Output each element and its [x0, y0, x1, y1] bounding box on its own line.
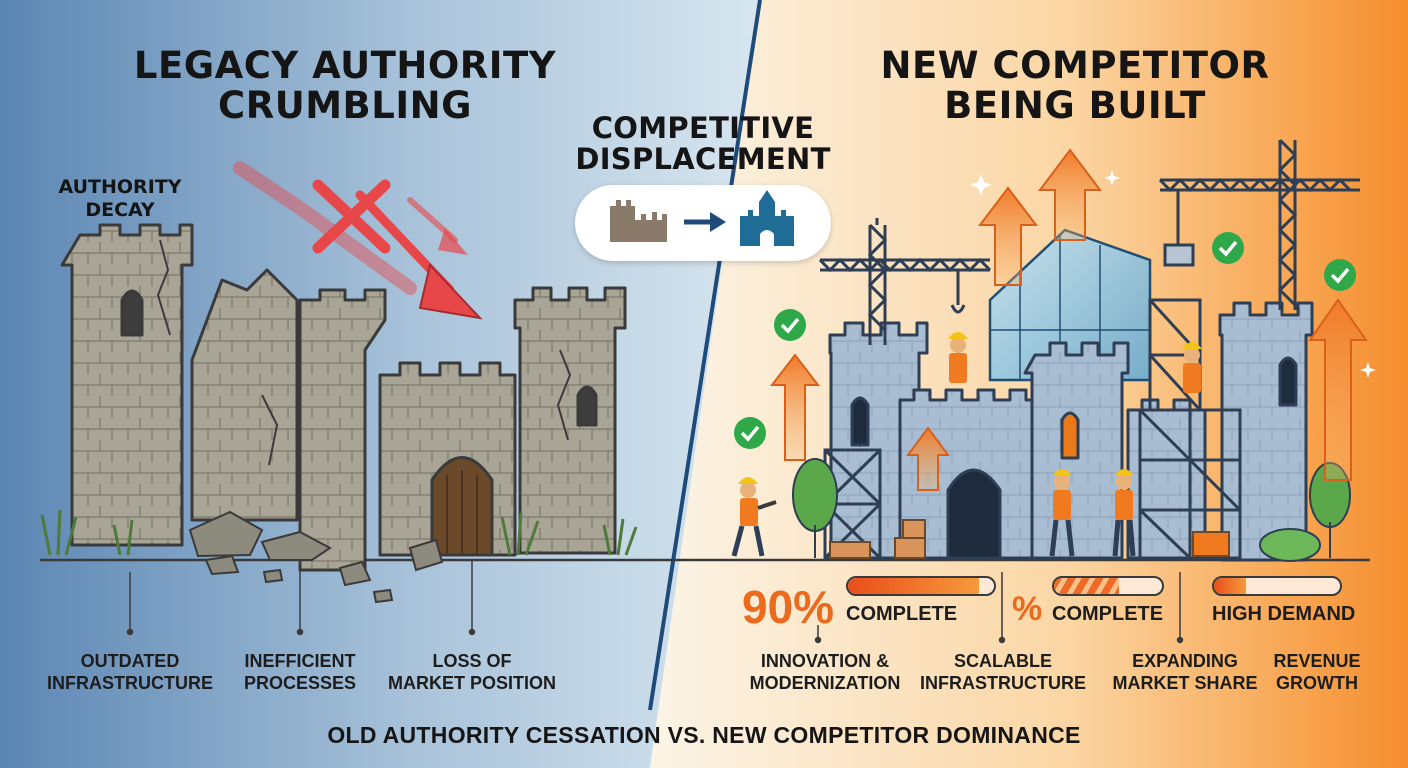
- grass: [40, 509, 638, 556]
- rubble: [188, 510, 444, 604]
- label-line2: MARKET SHARE: [1112, 673, 1258, 693]
- label-outdated-infrastructure: OUTDATED INFRASTRUCTURE: [30, 650, 230, 694]
- label-scalable-infrastructure: SCALABLE INFRASTRUCTURE: [913, 650, 1093, 694]
- metric-1-progress-fill: [848, 578, 980, 594]
- label-line1: INEFFICIENT: [244, 651, 356, 671]
- left-title: LEGACY AUTHORITY CRUMBLING: [100, 46, 590, 126]
- label-line2: INFRASTRUCTURE: [47, 673, 213, 693]
- label-line1: INNOVATION &: [760, 651, 890, 671]
- sparkles: [970, 170, 1376, 378]
- up-arrow-icon: [769, 148, 1368, 491]
- worker-icon: [731, 477, 777, 557]
- right-title-line2: BEING BUILT: [944, 83, 1206, 127]
- metric-1-label: COMPLETE: [846, 603, 958, 625]
- label-expanding-market-share: EXPANDING MARKET SHARE: [1110, 650, 1260, 694]
- new-castle-icon: [828, 301, 1314, 562]
- worker-icon: [1182, 342, 1202, 393]
- metric-1-progress-bar: [846, 576, 996, 596]
- center-title-line2: DISPLACEMENT: [575, 142, 831, 177]
- left-leader-lines: [126, 560, 476, 636]
- crates: [829, 519, 1230, 559]
- diagonal-divider: [648, 0, 762, 711]
- metric-2-value: %: [1012, 590, 1043, 628]
- right-title-line1: NEW COMPETITOR: [880, 44, 1270, 87]
- label-line1: OUTDATED: [80, 651, 180, 671]
- center-title: COMPETITIVE DISPLACEMENT: [553, 111, 853, 177]
- right-title: NEW COMPETITOR BEING BUILT: [845, 46, 1305, 126]
- decay-line1: AUTHORITY: [58, 176, 182, 198]
- decay-line2: DECAY: [85, 199, 155, 221]
- crumbling-castle-icon: [610, 200, 667, 242]
- check-icon: [734, 232, 1356, 449]
- decay-label: AUTHORITY DECAY: [55, 176, 185, 222]
- label-line1: REVENUE: [1273, 651, 1361, 671]
- label-line2: INFRASTRUCTURE: [920, 673, 1086, 693]
- label-line1: SCALABLE: [954, 651, 1052, 671]
- decline-arrows: [233, 161, 483, 320]
- left-title-line2: CRUMBLING: [218, 83, 472, 127]
- metric-2-progress-bar: [1052, 576, 1164, 596]
- label-line2: GROWTH: [1276, 673, 1358, 693]
- new-castle-icon: [740, 190, 794, 246]
- worker-icon: [1049, 469, 1075, 557]
- crane-icon: [1158, 138, 1360, 310]
- red-x-icon: [312, 179, 391, 254]
- metric-3-label: HIGH DEMAND: [1212, 603, 1356, 625]
- glass-tower: [988, 228, 1152, 382]
- worker-icon: [948, 332, 968, 383]
- right-leader-lines: [814, 572, 1184, 644]
- center-title-line1: COMPETITIVE: [591, 111, 815, 145]
- crumbling-castle-icon: [60, 223, 627, 572]
- label-innovation-modernization: INNOVATION & MODERNIZATION: [735, 650, 915, 694]
- crane-icon: [818, 218, 992, 345]
- label-line2: PROCESSES: [243, 673, 357, 693]
- arrow-right-icon: [684, 212, 726, 232]
- left-title-line1: LEGACY AUTHORITY: [133, 44, 557, 87]
- worker-icon: [1112, 469, 1136, 557]
- label-loss-of-market-position: LOSS OF MARKET POSITION: [382, 650, 562, 694]
- metric-3-progress-fill: [1214, 578, 1246, 594]
- metric-2-progress-fill: [1054, 578, 1119, 594]
- label-line1: EXPANDING: [1132, 651, 1238, 671]
- footer-caption: OLD AUTHORITY CESSATION VS. NEW COMPETIT…: [327, 722, 1081, 748]
- label-line2: MARKET POSITION: [387, 673, 556, 693]
- label-line1: LOSS OF: [432, 651, 512, 671]
- metric-3-progress-bar: [1212, 576, 1342, 596]
- metric-2-label: COMPLETE: [1052, 603, 1164, 625]
- label-revenue-growth: REVENUE GROWTH: [1262, 650, 1372, 694]
- label-line2: MODERNIZATION: [749, 673, 901, 693]
- label-inefficient-processes: INEFFICIENT PROCESSES: [220, 650, 380, 694]
- metric-1-value: 90%: [742, 581, 835, 633]
